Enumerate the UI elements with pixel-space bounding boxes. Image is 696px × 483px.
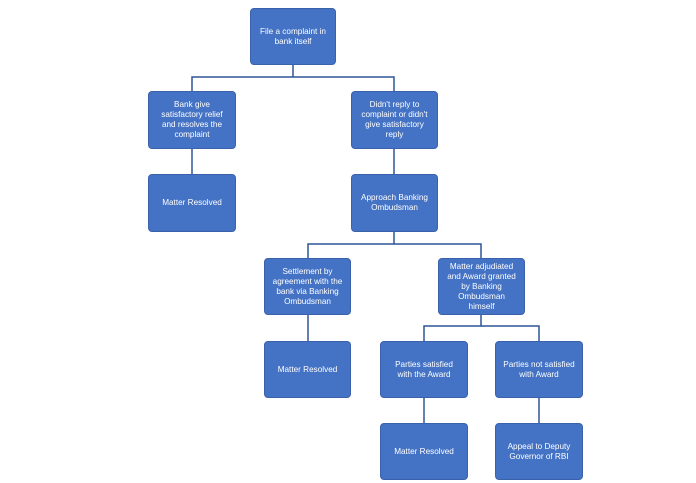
node-appeal: Appeal to Deputy Governor of RBI (495, 423, 583, 480)
node-approach-ombudsman: Approach Banking Ombudsman (351, 174, 438, 232)
node-bank-resolves: Bank give satisfactory relief and resolv… (148, 91, 236, 149)
node-label: Settlement by agreement with the bank vi… (272, 266, 343, 306)
node-file-complaint: File a complaint in bank itself (250, 8, 336, 65)
node-matter-resolved-1: Matter Resolved (148, 174, 236, 232)
connector-approach-split-right (394, 243, 482, 258)
node-parties-satisfied: Parties satisfied with the Award (380, 341, 468, 398)
connector-adjudicated-split (423, 315, 482, 341)
node-matter-resolved-2: Matter Resolved (264, 341, 351, 398)
node-label: Didn't reply to complaint or didn't give… (361, 100, 428, 139)
node-label: Matter adjudiated and Award granted by B… (447, 261, 516, 311)
connector-approach-split (307, 232, 395, 258)
node-label: Matter Resolved (394, 446, 454, 456)
node-label: File a complaint in bank itself (260, 26, 326, 46)
node-label: Bank give satisfactory relief and resolv… (161, 100, 223, 139)
node-label: Matter Resolved (277, 364, 338, 374)
node-adjudicated: Matter adjudiated and Award granted by B… (438, 258, 525, 315)
node-label: Matter Resolved (162, 198, 222, 207)
node-label: Approach Banking Ombudsman (361, 193, 428, 212)
connector-adjudicated-split-right (481, 325, 540, 341)
node-label: Parties satisfied with the Award (395, 359, 453, 379)
node-matter-resolved-3: Matter Resolved (380, 423, 468, 480)
connector-root-split (191, 76, 395, 91)
node-parties-not-satisfied: Parties not satisfied with Award (495, 341, 583, 398)
node-label: Parties not satisfied with Award (503, 359, 575, 379)
node-label: Appeal to Deputy Governor of RBI (507, 441, 571, 461)
node-no-reply: Didn't reply to complaint or didn't give… (351, 91, 438, 149)
node-settlement: Settlement by agreement with the bank vi… (264, 258, 351, 315)
